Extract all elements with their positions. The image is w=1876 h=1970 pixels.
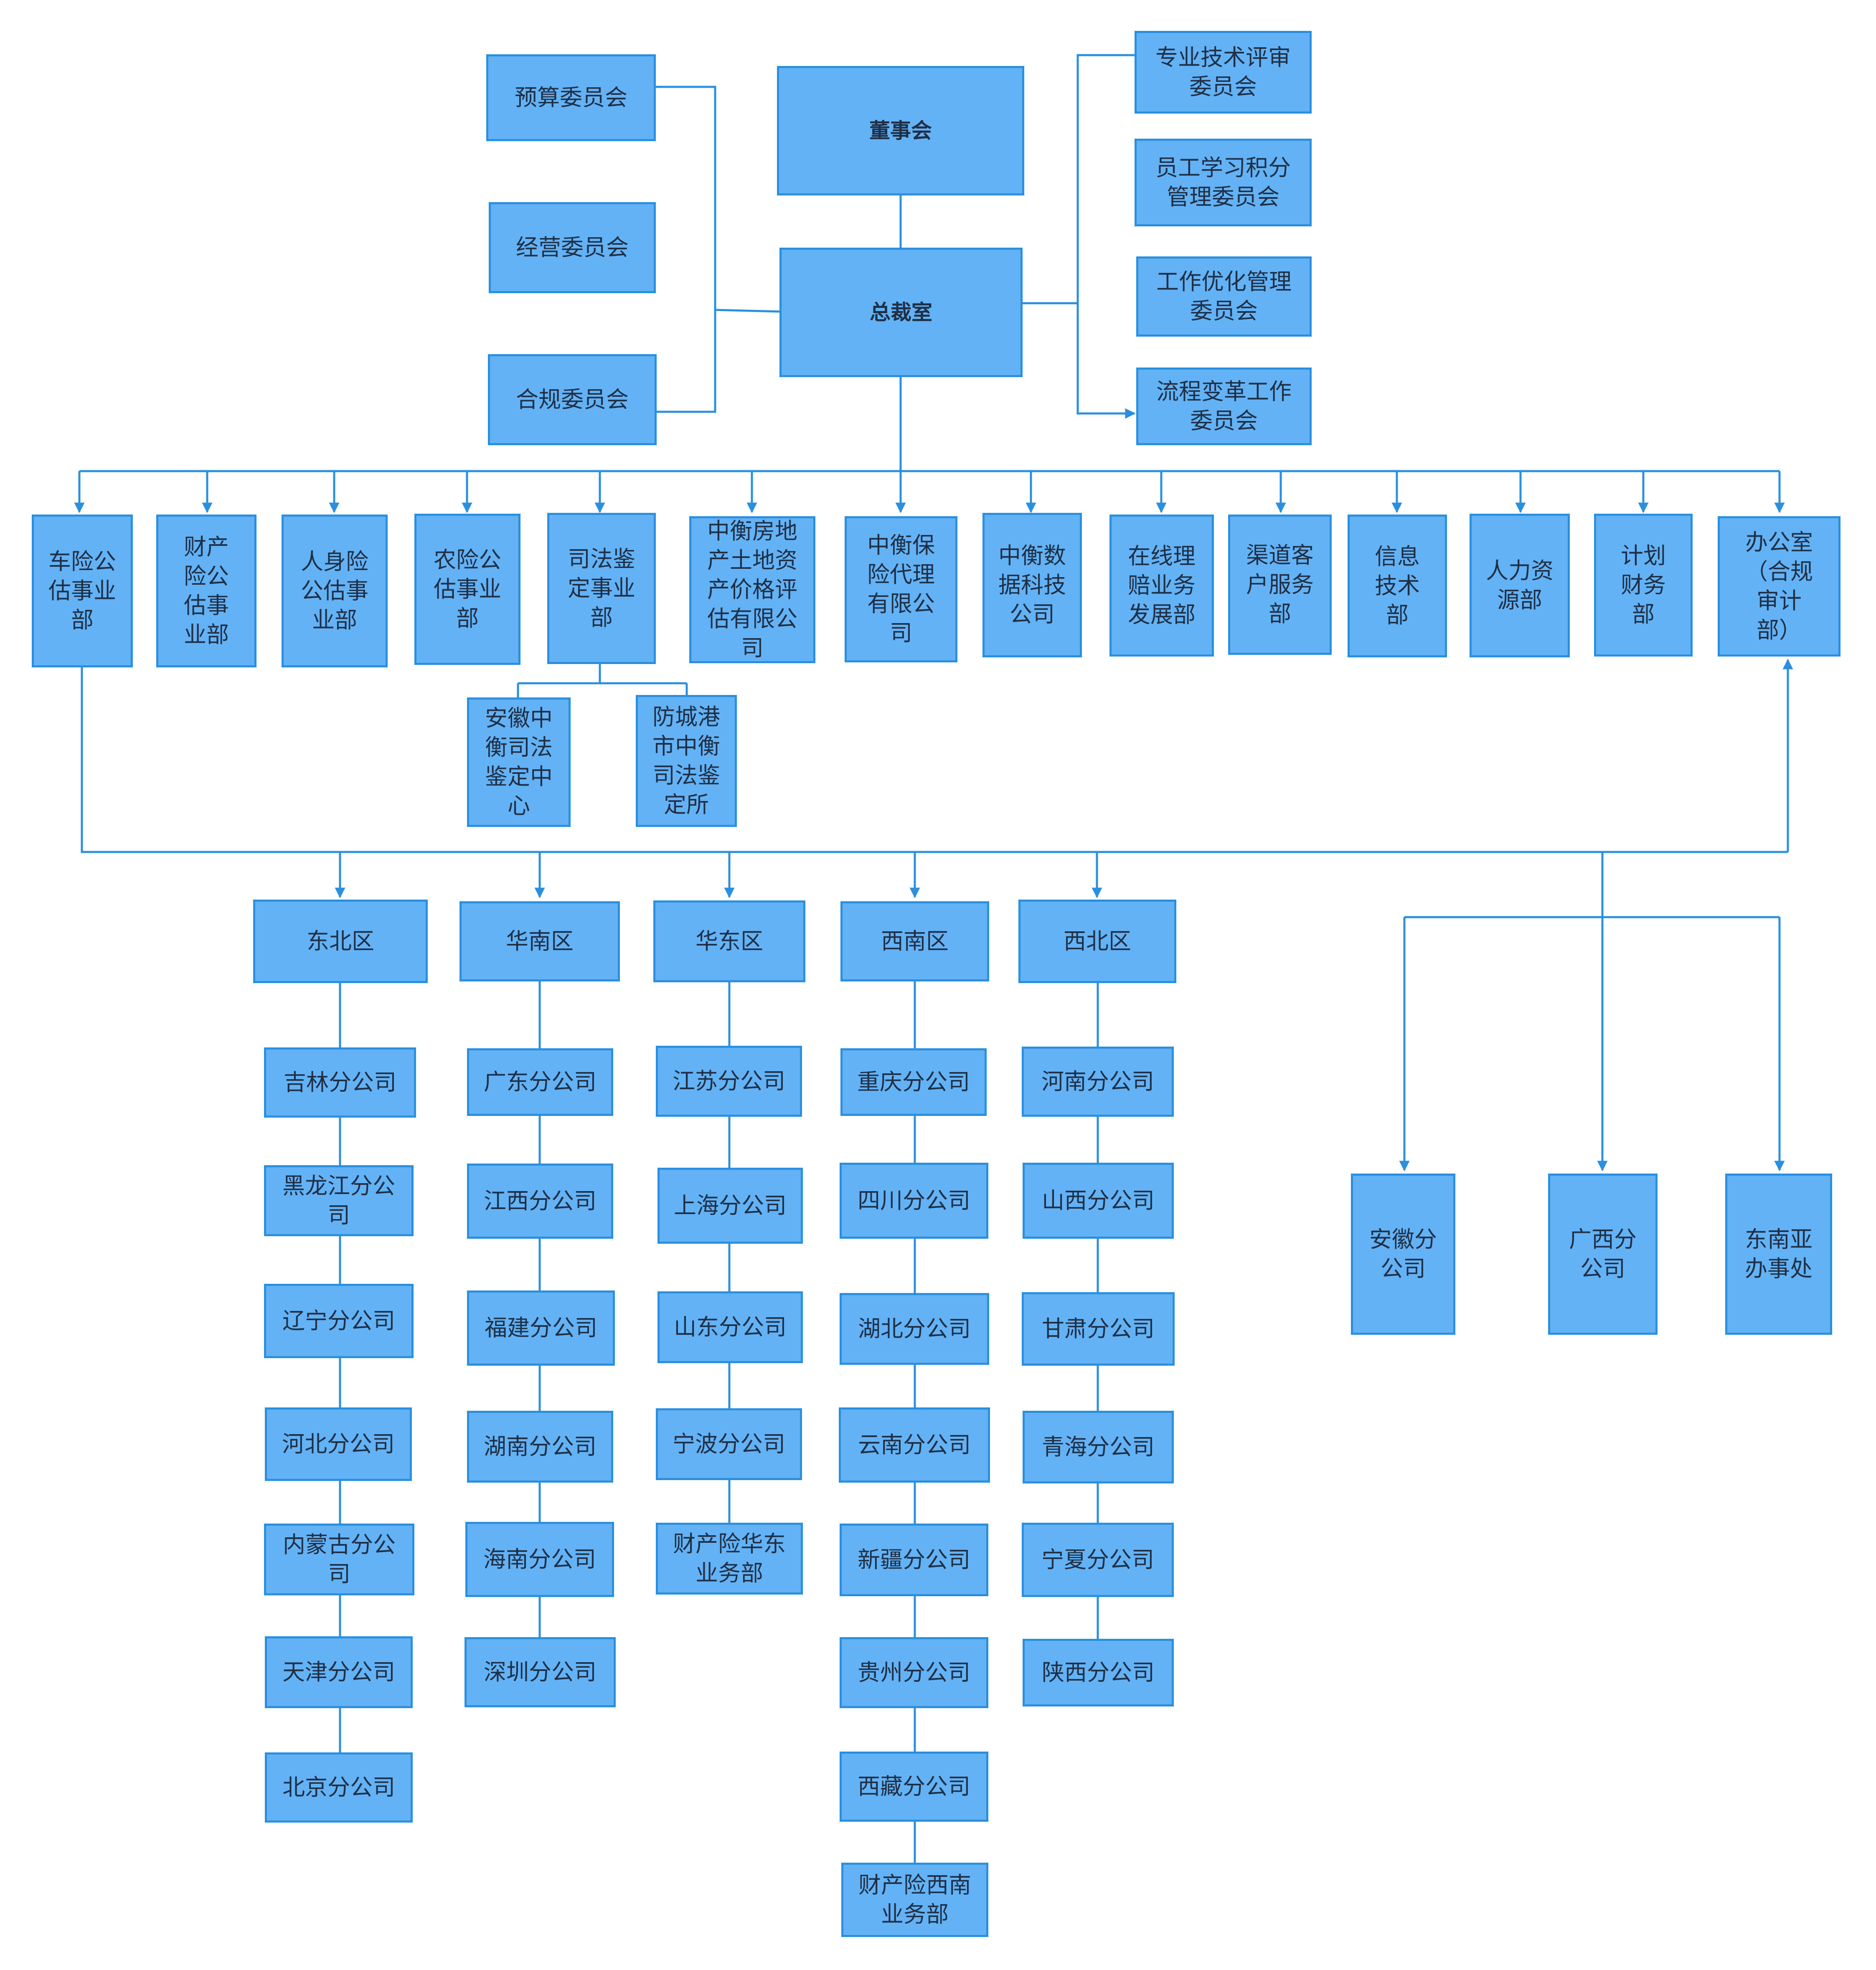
branch-guizhou: 贵州分公司 [840,1637,988,1708]
committee-learning-points: 员工学习积分 管理委员会 [1135,139,1312,226]
president-office-box: 总裁室 [779,248,1023,377]
dept-information-tech: 信息 技术 部 [1348,515,1447,657]
unit-anhui-branch: 安徽分 公司 [1351,1174,1455,1335]
branch-ningbo: 宁波分公司 [656,1408,802,1480]
region-east-china: 华东区 [653,900,805,982]
branch-inner-mongolia: 内蒙古分公 司 [264,1524,414,1595]
judicial-center-anhui: 安徽中 衡司法 鉴定中 心 [467,697,571,827]
dept-judicial-appraisal: 司法鉴 定事业 部 [547,513,656,664]
branch-shanghai: 上海分公司 [657,1168,803,1244]
region-south-china: 华南区 [459,901,620,981]
branch-qinghai: 青海分公司 [1023,1411,1174,1483]
dept-channel-service: 渠道客 户服务 部 [1228,515,1332,655]
branch-jiangsu: 江苏分公司 [656,1046,802,1117]
committee-budget: 预算委员会 [486,54,656,141]
committee-tech-review: 专业技术评审 委员会 [1135,31,1312,114]
branch-yunnan: 云南分公司 [839,1407,990,1483]
board-box: 董事会 [777,66,1024,195]
branch-hunan: 湖南分公司 [467,1411,613,1483]
region-northwest: 西北区 [1018,900,1176,983]
branch-property-east: 财产险华东 业务部 [656,1523,803,1595]
region-northeast: 东北区 [253,900,428,983]
connector-4 [1076,54,1136,419]
branch-guangdong: 广东分公司 [467,1048,613,1116]
branch-tibet: 西藏分公司 [840,1752,988,1822]
branch-gansu: 甘肃分公司 [1022,1292,1175,1366]
branch-ningxia: 宁夏分公司 [1022,1523,1174,1597]
committee-operations: 经营委员会 [489,202,656,293]
branch-jilin: 吉林分公司 [264,1047,416,1118]
branch-shandong: 山东分公司 [657,1291,803,1363]
dept-office-compliance-audit: 办公室 （合规 审计 部） [1718,516,1840,657]
branch-heilongjiang: 黑龙江分公 司 [264,1165,414,1236]
judicial-office-fangchenggang: 防城港 市中衡 司法鉴 定所 [636,695,737,827]
unit-guangxi-branch: 广西分 公司 [1548,1174,1658,1335]
committee-process-reform: 流程变革工作 委员会 [1136,368,1312,445]
branch-beijing: 北京分公司 [265,1752,413,1823]
branch-fujian: 福建分公司 [467,1291,615,1366]
branch-shenzhen: 深圳分公司 [465,1637,616,1707]
connector-1 [656,86,716,413]
branch-property-southwest: 财产险西南 业务部 [841,1863,988,1937]
branch-shanxi: 山西分公司 [1023,1163,1174,1239]
unit-southeast-asia-office: 东南亚 办事处 [1725,1174,1832,1335]
branch-shaanxi: 陕西分公司 [1023,1639,1174,1706]
branch-hebei: 河北分公司 [265,1407,412,1481]
dept-real-estate-appraisal: 中衡房地 产土地资 产价格评 估有限公 司 [689,516,815,663]
region-southwest: 西南区 [840,901,989,981]
dept-insurance-agency: 中衡保 险代理 有限公 司 [845,516,957,662]
dept-online-claims: 在线理 赔业务 发展部 [1109,515,1214,657]
connector-2 [715,309,780,313]
dept-human-resources: 人力资 源部 [1470,514,1570,657]
branch-chongqing: 重庆分公司 [840,1048,987,1116]
branch-jiangxi: 江西分公司 [467,1164,613,1239]
branch-hubei: 湖北分公司 [840,1293,989,1365]
connector-25 [81,667,1788,853]
dept-data-tech: 中衡数 据科技 公司 [982,513,1082,657]
dept-auto-insurance: 车险公 估事业 部 [32,515,133,667]
branch-henan: 河南分公司 [1022,1047,1174,1117]
branch-sichuan: 四川分公司 [840,1163,988,1239]
dept-property-insurance: 财产 险公 估事 业部 [156,515,256,667]
branch-hainan: 海南分公司 [465,1522,614,1597]
dept-agri-insurance: 农险公 估事业 部 [414,514,520,665]
committee-compliance: 合规委员会 [488,354,657,445]
branch-xinjiang: 新疆分公司 [840,1524,988,1596]
branch-tianjin: 天津分公司 [265,1636,413,1708]
dept-life-insurance: 人身险 公估事 业部 [282,515,388,667]
branch-liaoning: 辽宁分公司 [264,1284,414,1358]
committee-work-optimization: 工作优化管理 委员会 [1136,256,1312,337]
dept-planning-finance: 计划 财务 部 [1594,514,1693,657]
